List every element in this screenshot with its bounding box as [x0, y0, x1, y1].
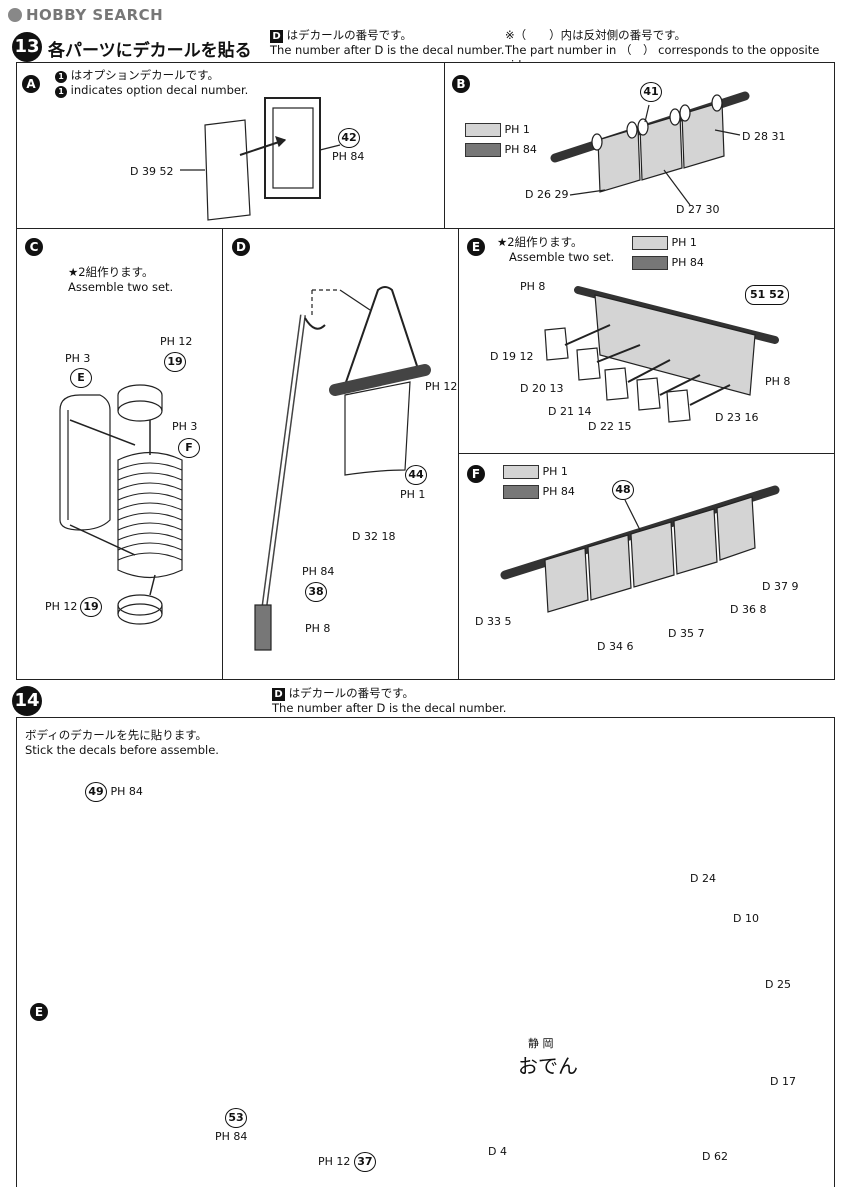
panel-d-letter: D — [232, 238, 250, 256]
panel-a-decal: D 39 52 — [130, 165, 174, 178]
color-swatch-dark — [632, 256, 668, 270]
panel-f-letter: F — [467, 465, 485, 483]
panel-f-decal-3: D 33 5 — [475, 615, 512, 628]
panel-d-paint-4: PH 8 — [305, 622, 331, 635]
panel-d-decal: D 32 18 — [352, 530, 396, 543]
panel-d-paint-2: PH 1 — [400, 488, 426, 501]
color-swatch-light — [465, 123, 501, 137]
step-14-decal-24: D 24 — [690, 872, 716, 885]
panel-b-decal-2: D 26 29 — [525, 188, 569, 201]
step-13-decal-note: D はデカールの番号です。 The number after D is the … — [270, 28, 505, 57]
panel-e-decal-5: D 23 16 — [715, 411, 759, 424]
panel-e-letter: E — [467, 238, 485, 256]
panel-e-nums: 51 52 — [745, 285, 790, 305]
step-14-part-53: 53 — [225, 1108, 247, 1128]
panel-e-swatch-2: PH 84 — [632, 256, 704, 270]
panel-e-swatch-1: PH 1 — [632, 236, 697, 250]
step-14-number: 14 — [12, 686, 42, 716]
panel-b-letter: B — [452, 75, 470, 93]
panel-c-part-f: F — [178, 438, 200, 458]
decal-d-icon: D — [272, 688, 285, 701]
step-14-frame — [16, 717, 835, 1187]
truck-sign-large: おでん — [518, 1054, 578, 1078]
step-13-number: 13 — [12, 32, 42, 62]
panel-f-part: 48 — [612, 480, 634, 500]
step-14-instruction: ボディのデカールを先に貼ります。Stick the decals before … — [25, 728, 219, 757]
panel-b — [444, 62, 835, 229]
option-marker-icon: 1 — [55, 71, 67, 83]
step-14-decal-25: D 25 — [765, 978, 791, 991]
panel-a-part: 42 — [338, 128, 360, 148]
panel-f-decal-1: D 37 9 — [762, 580, 799, 593]
watermark: HOBBY SEARCH — [8, 6, 163, 24]
panel-c-num-2: 19 — [80, 597, 102, 617]
panel-c-paint-1: PH 12 — [160, 335, 193, 348]
panel-a-paint: PH 84 — [332, 150, 365, 163]
panel-e-decal-2: D 20 13 — [520, 382, 564, 395]
panel-c-paint-2: PH 3 — [65, 352, 91, 365]
panel-f-decal-5: D 35 7 — [668, 627, 705, 640]
panel-e-decal-3: D 21 14 — [548, 405, 592, 418]
panel-b-swatch-2: PH 84 — [465, 143, 537, 157]
panel-f-decal-2: D 36 8 — [730, 603, 767, 616]
panel-f-decal-4: D 34 6 — [597, 640, 634, 653]
option-marker-icon: 1 — [55, 86, 67, 98]
panel-f-swatch-2: PH 84 — [503, 485, 575, 499]
color-swatch-light — [503, 465, 539, 479]
decal-d-icon: D — [270, 30, 283, 43]
step-13-opposite-note: ※（ ）内は反対側の番号です。 The part number in （ ） c… — [505, 28, 820, 72]
panel-a-note: 1 はオプションデカールです。 1 indicates option decal… — [55, 68, 248, 98]
panel-e-assemble-note: ★2組作ります。Assemble two set. — [497, 235, 615, 264]
panel-e-decal-4: D 22 15 — [588, 420, 632, 433]
color-swatch-dark — [503, 485, 539, 499]
panel-b-part: 41 — [640, 82, 662, 102]
panel-c-assemble-note: ★2組作ります。Assemble two set. — [68, 265, 174, 294]
panel-d-paint-3: PH 84 — [302, 565, 335, 578]
panel-e-paint-8a: PH 8 — [520, 280, 546, 293]
step-14-part-49: 49 PH 84 — [85, 782, 143, 802]
panel-c-paint-4: PH 12 — [45, 600, 78, 613]
step-13-title: 各パーツにデカールを貼る — [48, 41, 252, 61]
step-14-decal-10: D 10 — [733, 912, 759, 925]
step-14-decal-17: D 17 — [770, 1075, 796, 1088]
panel-b-decal-1: D 28 31 — [742, 130, 786, 143]
truck-sign-small: 静 岡 — [528, 1037, 554, 1050]
color-swatch-dark — [465, 143, 501, 157]
panel-e-paint-8b: PH 8 — [765, 375, 791, 388]
panel-f-swatch-1: PH 1 — [503, 465, 568, 479]
panel-e-decal-1: D 19 12 — [490, 350, 534, 363]
panel-d-num-1: 44 — [405, 465, 427, 485]
step-14-decal-note: D はデカールの番号です。 The number after D is the … — [272, 686, 507, 715]
color-swatch-light — [632, 236, 668, 250]
panel-d-num-2: 38 — [305, 582, 327, 602]
logo-icon — [8, 8, 22, 22]
panel-c-part-e: E — [70, 368, 92, 388]
step-14-paint-84: PH 84 — [215, 1130, 248, 1143]
panel-b-swatch-1: PH 1 — [465, 123, 530, 137]
panel-b-decal-3: D 27 30 — [676, 203, 720, 216]
panel-d-paint-1: PH 12 — [425, 380, 458, 393]
panel-c-num-1: 19 — [164, 352, 186, 372]
step-14-decal-62: D 62 — [702, 1150, 728, 1163]
step-14-decal-4: D 4 — [488, 1145, 507, 1158]
step-14-letter-e: E — [30, 1003, 48, 1021]
panel-c-paint-3: PH 3 — [172, 420, 198, 433]
step-14-part-37: PH 12 37 — [318, 1152, 376, 1172]
panel-c-letter: C — [25, 238, 43, 256]
panel-a-letter: A — [22, 75, 40, 93]
